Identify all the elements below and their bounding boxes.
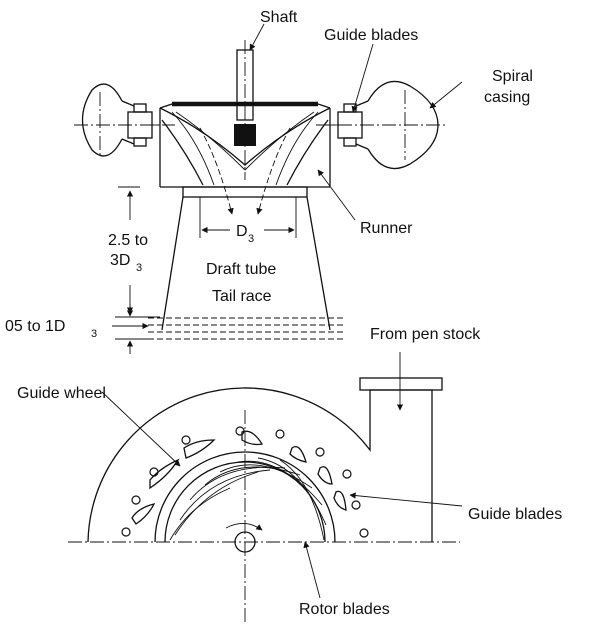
tail-race-water xyxy=(148,317,345,340)
label-guide-blades-bottom: Guide blades xyxy=(468,506,562,523)
label-from-pen-stock: From pen stock xyxy=(370,326,481,343)
draft-tube xyxy=(161,196,331,331)
label-d3-main: D xyxy=(236,223,248,240)
casing-outline xyxy=(87,387,433,543)
top-cover xyxy=(159,101,331,109)
label-submergence-main: 05 to 1D xyxy=(5,318,65,335)
leader-lines-top xyxy=(249,23,463,221)
pen-stock-flange xyxy=(359,377,443,391)
label-height-1: 2.5 to xyxy=(108,232,148,249)
shaft xyxy=(234,40,256,180)
spiral-casing-left xyxy=(74,83,175,158)
label-height-2-sub: 3 xyxy=(136,262,142,274)
label-submergence: 05 to 1D 3 xyxy=(5,318,97,340)
plan-view xyxy=(68,352,463,622)
sectional-view xyxy=(74,23,463,354)
label-draft-tube: Draft tube xyxy=(206,261,276,278)
label-d3: D 3 xyxy=(236,223,254,245)
label-runner: Runner xyxy=(360,220,413,237)
label-height-2-main: 3D xyxy=(110,252,130,269)
label-shaft: Shaft xyxy=(260,9,298,26)
label-tail-race: Tail race xyxy=(212,288,272,305)
label-height-2: 3D 3 xyxy=(110,252,142,274)
label-spiral-casing-2: casing xyxy=(484,89,530,106)
label-submergence-sub: 3 xyxy=(91,328,97,340)
label-spiral-casing-1: Spiral xyxy=(492,68,533,85)
guide-vanes xyxy=(121,426,369,538)
submergence-dimension xyxy=(112,304,149,354)
label-d3-sub: 3 xyxy=(248,233,254,245)
runner-housing xyxy=(159,107,331,198)
flow-arrows xyxy=(199,127,291,215)
label-guide-wheel: Guide wheel xyxy=(17,385,106,402)
rotor-blades xyxy=(169,457,327,541)
spiral-casing-right xyxy=(316,80,448,170)
label-rotor-blades: Rotor blades xyxy=(299,601,390,618)
label-guide-blades-top: Guide blades xyxy=(324,27,418,44)
